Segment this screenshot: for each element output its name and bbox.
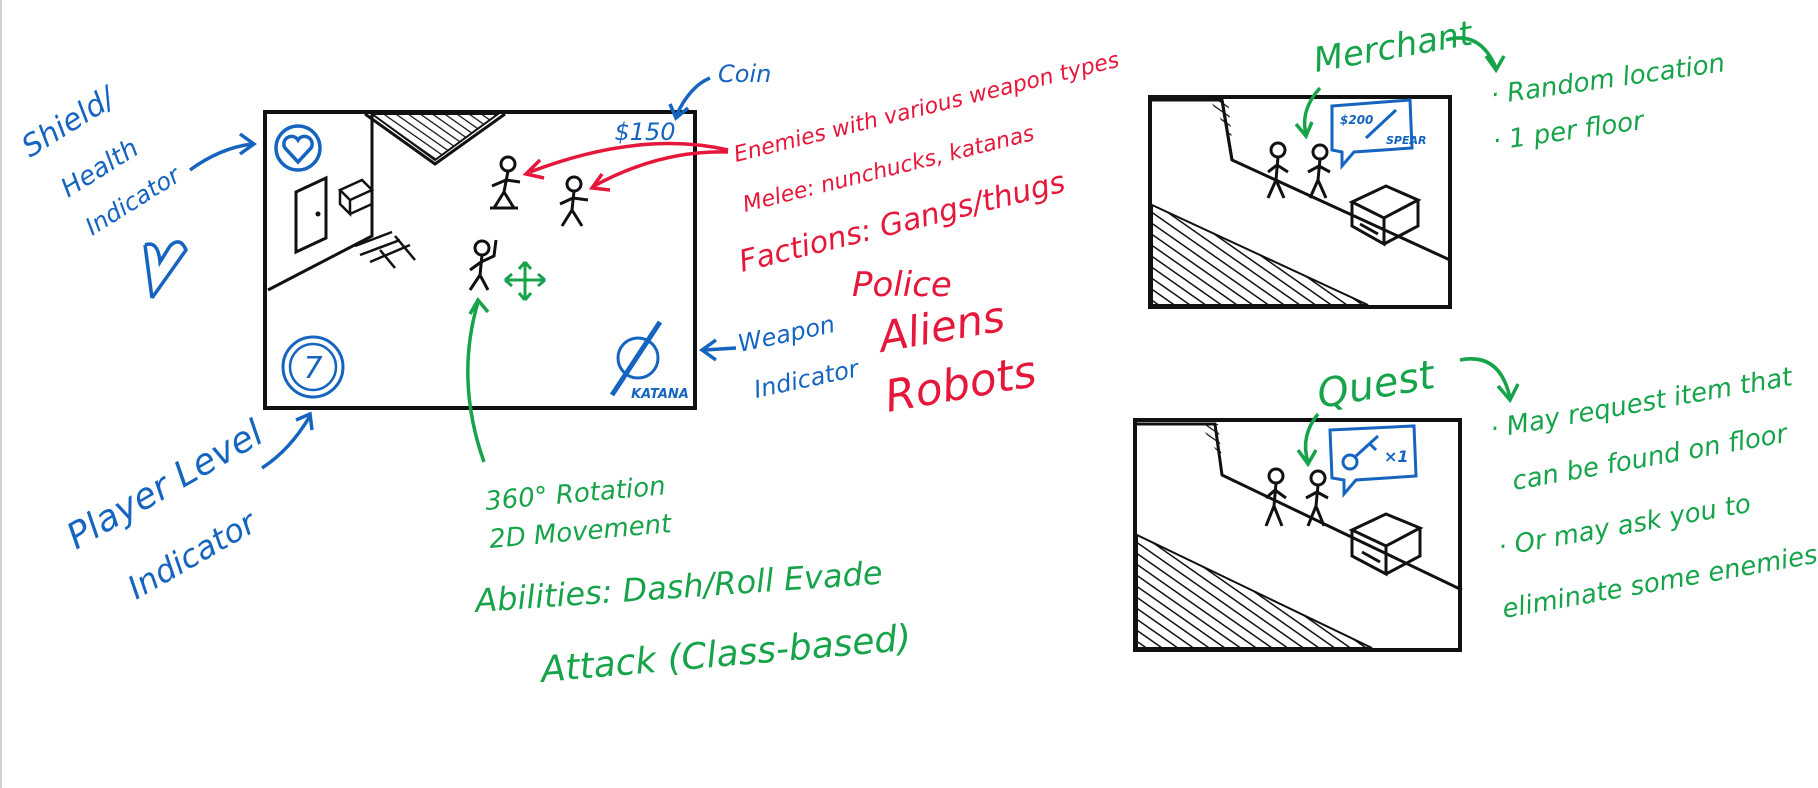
arrow-to-level	[261, 411, 314, 470]
arrow-to-enemy-1	[522, 141, 729, 180]
movement-annotation: 360° Rotation 2D Movement Abilities: Das…	[472, 471, 913, 691]
svg-text:Attack (Class-based): Attack (Class-based)	[537, 618, 913, 691]
quest-speech-bubble: ×1	[1328, 424, 1418, 499]
quest-notes: · May request item that can be found on …	[1488, 362, 1818, 625]
enemy-figure	[559, 175, 589, 227]
svg-text:360° Rotation: 360° Rotation	[484, 471, 667, 517]
enemies-annotation: Enemies with various weapon types Melee:…	[731, 48, 1121, 423]
health-indicator	[274, 124, 322, 172]
katana-icon	[609, 320, 663, 397]
svg-text:· Or may ask you to: · Or may ask you to	[1496, 489, 1753, 563]
weapon-indicator: KATANA	[609, 320, 689, 402]
door	[294, 175, 328, 255]
svg-text:· 1 per floor: · 1 per floor	[1491, 106, 1648, 157]
enemy-figure	[490, 155, 521, 210]
merchant-title: Merchant	[1311, 13, 1477, 80]
arrow-to-coin	[668, 76, 711, 121]
fallen-enemy	[354, 230, 416, 269]
quest-title: Quest	[1314, 352, 1439, 418]
arrow-quest-down	[1296, 412, 1320, 468]
level-annotation: Player Level Indicator	[60, 413, 270, 607]
floor-hatch	[1151, 203, 1369, 306]
arrow-merchant-down	[1294, 86, 1322, 140]
canvas-edge	[0, 0, 2, 788]
chest-icon	[1348, 512, 1424, 577]
chest-icon	[1348, 184, 1422, 247]
arrow-to-weapon	[698, 338, 737, 362]
svg-text:SPEAR: SPEAR	[1386, 134, 1426, 147]
move-arrows-icon	[504, 261, 546, 301]
arrow-to-health	[188, 132, 258, 172]
key-icon	[1341, 453, 1359, 471]
svg-text:Police: Police	[852, 265, 952, 305]
merchant-mockup: $200 SPEAR	[1148, 95, 1452, 309]
level-indicator: 7	[281, 335, 345, 399]
merchant-notes: · Random location · 1 per floor	[1489, 48, 1727, 157]
crate	[337, 178, 375, 218]
floor-hatch	[1136, 533, 1373, 649]
svg-text:2D Movement: 2D Movement	[488, 509, 673, 555]
spear-icon	[1364, 108, 1398, 140]
svg-text:· Random location: · Random location	[1489, 48, 1727, 111]
heart-icon	[282, 134, 314, 165]
coin-counter: $150	[614, 118, 675, 146]
arrow-quest-right	[1459, 357, 1520, 404]
room-wall	[267, 112, 506, 292]
svg-text:×1: ×1	[1384, 447, 1409, 466]
arrow-to-enemy-2	[588, 150, 729, 192]
level-number: 7	[303, 351, 322, 386]
weapon-annotation: Weapon Indicator	[735, 310, 863, 404]
svg-text:Indicator: Indicator	[751, 354, 863, 404]
arrow-to-player	[466, 296, 490, 463]
coin-label: Coin	[718, 60, 771, 88]
svg-text:Weapon: Weapon	[735, 310, 837, 358]
weapon-name: KATANA	[631, 387, 689, 402]
player-character	[468, 239, 498, 291]
shield-health-annotation: Shield/ Health Indicator	[16, 79, 187, 241]
merchant-speech-bubble: $200 SPEAR	[1330, 98, 1426, 171]
arrow-merchant-right	[1445, 36, 1506, 74]
svg-text:$200: $200	[1340, 113, 1373, 127]
quest-mockup: ×1	[1133, 418, 1463, 652]
game-screen-mockup: 7 $150 KATANA	[263, 110, 697, 410]
svg-text:Abilities: Dash/Roll Evade: Abilities: Dash/Roll Evade	[472, 554, 884, 621]
heart-doodle	[143, 240, 188, 300]
